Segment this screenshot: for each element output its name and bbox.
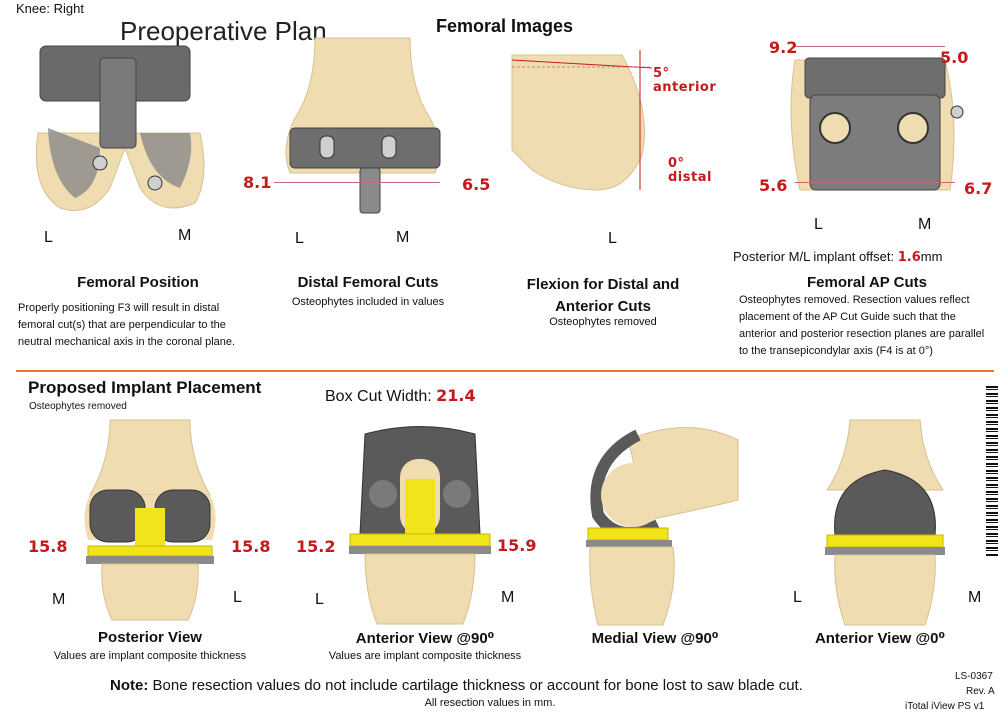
ap-cuts-description: Osteophytes removed. Resection values re… (739, 294, 985, 357)
ap-cut-anterior-medial-value: 5.0 (940, 48, 969, 67)
flexion-image (511, 50, 653, 191)
box-cut-width: Box Cut Width: 21.4 (325, 386, 476, 406)
distal-cuts-note: Osteophytes included in values (291, 296, 445, 308)
posterior-offset-unit: mm (920, 249, 943, 264)
femoral-position-lateral-label: L (44, 229, 53, 246)
anterior-view-0-medial-label: M (968, 589, 982, 606)
ap-cut-anterior-lateral-value: 9.2 (769, 38, 798, 57)
footer-note-label: Note: (110, 677, 149, 694)
anterior-view-0-image (825, 419, 945, 626)
medial-view-90-title: Medial View @90⁰ (591, 630, 719, 647)
barcode (986, 386, 998, 556)
femoral-images-heading: Femoral Images (436, 16, 574, 36)
anterior-view-90-medial-label: M (501, 589, 515, 606)
knee-side-label: Knee: Right (16, 1, 84, 16)
distal-cuts-heading: Distal Femoral Cuts (297, 274, 439, 291)
section-divider (16, 370, 994, 372)
anterior-view-90-note: Values are implant composite thickness (328, 650, 522, 662)
implant-subheading: Osteophytes removed (29, 401, 127, 412)
posterior-view-lateral-label: L (233, 589, 242, 606)
distal-cuts-lateral-label: L (295, 230, 304, 247)
flexion-distal-label: 0° distal (668, 156, 712, 185)
anterior-view-0-lateral-label: L (793, 589, 802, 606)
femoral-position-image (35, 45, 205, 211)
distal-cut-lateral-value: 8.1 (243, 173, 272, 192)
femoral-position-heading: Femoral Position (77, 274, 199, 291)
footer-note-text: Bone resection values do not include car… (152, 677, 803, 694)
ap-cuts-heading: Femoral AP Cuts (806, 274, 928, 291)
femoral-position-description: Properly positioning F3 will result in d… (18, 302, 236, 348)
footer-units: All resection values in mm. (424, 697, 556, 709)
medial-view-90-image (586, 427, 739, 626)
anterior-view-90-image (349, 426, 491, 625)
ap-cut-posterior-medial-value: 6.7 (964, 179, 993, 198)
anterior-view-0-title: Anterior View @0⁰ (814, 630, 946, 647)
flexion-note: Osteophytes removed (549, 316, 657, 328)
ap-cuts-lateral-label: L (814, 216, 823, 233)
posterior-offset-line: Posterior M/L implant offset: 1.6mm (733, 249, 942, 265)
product-version: iTotal iView PS v1 (905, 701, 985, 712)
posterior-view-left-value: 15.8 (28, 537, 68, 556)
flexion-heading: Flexion for Distal and Anterior Cuts (526, 276, 680, 315)
anterior-view-90-right-value: 15.9 (497, 536, 537, 555)
anterior-view-90-title: Anterior View @90⁰ (355, 630, 495, 647)
posterior-view-image (84, 419, 216, 621)
footer-note: Note: Bone resection values do not inclu… (110, 677, 803, 694)
flexion-anterior-label: 5° anterior (653, 66, 717, 95)
box-cut-width-label: Box Cut Width: (325, 388, 432, 405)
flexion-lateral-label: L (608, 230, 617, 247)
box-cut-width-value: 21.4 (436, 386, 476, 405)
posterior-view-title: Posterior View (98, 629, 202, 646)
implant-heading: Proposed Implant Placement (28, 378, 262, 397)
anterior-view-90-lateral-label: L (315, 591, 324, 608)
femoral-ap-cuts-image (790, 57, 964, 191)
document-code: LS-0367 (955, 671, 993, 682)
document-revision: Rev. A (966, 686, 995, 697)
posterior-view-note: Values are implant composite thickness (53, 650, 247, 662)
anterior-view-90-left-value: 15.2 (296, 537, 336, 556)
ap-cut-posterior-lateral-value: 5.6 (759, 176, 788, 195)
posterior-view-right-value: 15.8 (231, 537, 271, 556)
distal-cut-medial-value: 6.5 (462, 175, 491, 194)
posterior-offset-label: Posterior M/L implant offset: (733, 249, 895, 264)
distal-femoral-cuts-image (285, 37, 441, 214)
posterior-view-medial-label: M (52, 591, 66, 608)
femoral-position-medial-label: M (178, 227, 192, 244)
posterior-offset-value: 1.6 (897, 250, 921, 265)
page-title: Preoperative Plan (120, 16, 327, 46)
ap-cuts-medial-label: M (918, 216, 932, 233)
distal-cuts-medial-label: M (396, 229, 410, 246)
